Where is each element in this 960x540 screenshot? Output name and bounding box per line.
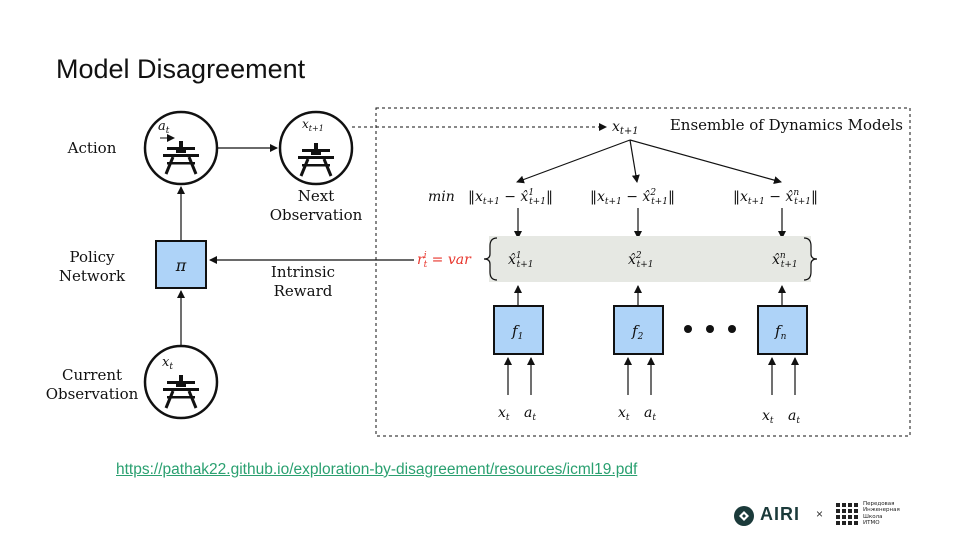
svg-text:at: at [524,405,536,423]
current-observation-label-2: Observation [46,385,139,403]
intrinsic-label-2: Reward [274,282,333,300]
policy-label-1: Policy [70,248,116,266]
fan-arrow-3 [629,139,782,184]
dynamics-model-2: f2 [613,305,664,355]
airi-wordmark: AIRI [760,504,800,524]
next-observation-robot-icon: xt+1 [278,110,354,186]
current-observation-robot-icon: xt [143,344,219,420]
intrinsic-label-1: Intrinsic [271,263,335,281]
dynamics-model-n: fn [757,305,808,355]
svg-text:xt: xt [618,405,630,423]
svg-text:at: at [788,408,800,426]
svg-text:at: at [158,119,170,136]
inputs-model-2: xt at [618,357,656,423]
left-brace [483,237,498,281]
current-observation-label-1: Current [62,366,122,384]
fan-arrow-1 [516,139,631,184]
svg-text:xt: xt [162,355,173,372]
next-observation-label-1: Next [298,187,335,205]
inputs-model-1: xt at [498,357,536,423]
next-state-symbol: xt+1 [612,119,639,137]
svg-text:π: π [175,256,187,275]
svg-text:at: at [644,405,656,423]
airi-logo-icon [734,506,754,526]
footer-logos: AIRI × Передовая Инженерная Школа ИТМО [733,500,913,534]
ensemble-frame [375,107,911,437]
svg-text:xt: xt [498,405,510,423]
min-label: min [428,189,455,205]
action-robot-icon: at [143,110,219,186]
times-sign: × [816,507,824,521]
next-observation-label-2: Observation [270,206,363,224]
ensemble-label: Ensemble of Dynamics Models [670,116,903,134]
policy-label-2: Network [59,267,126,285]
svg-text:xt: xt [762,408,774,426]
school-wordmark: Передовая Инженерная Школа ИТМО [863,501,900,526]
policy-network-box: π [155,240,207,289]
prediction-variance-band [489,236,811,282]
ellipsis-dots [684,325,736,333]
right-brace [803,237,818,281]
action-label: Action [67,139,117,157]
paper-link[interactable]: https://pathak22.github.io/exploration-b… [116,461,638,478]
itmo-school-logo-icon [836,503,858,525]
slide-title: Model Disagreement [56,54,306,84]
inputs-model-n: xt at [762,357,800,426]
fan-arrow-2 [629,139,640,183]
dynamics-model-1: f1 [493,305,544,355]
